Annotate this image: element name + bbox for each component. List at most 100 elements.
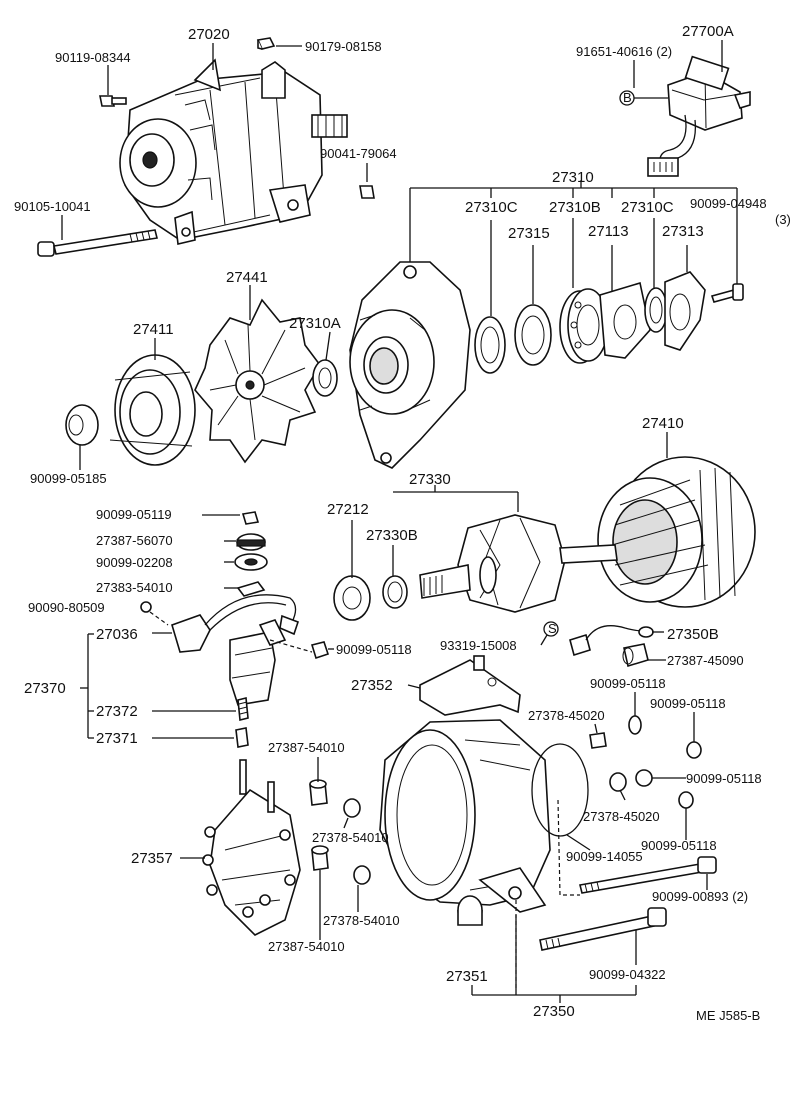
label-90099-05118-c: 90099-05118 (650, 696, 726, 711)
label-27310B: 27310B (549, 199, 601, 216)
leader-27352 (407, 684, 421, 689)
label-91651-40616: 91651-40616 (2) (576, 44, 672, 59)
small-parts-right (589, 715, 702, 809)
label-27310C-b: 27310C (621, 199, 674, 216)
insulator-27352 (419, 655, 521, 716)
label-27378-54010-b: 27378-54010 (323, 913, 400, 928)
label-27441: 27441 (226, 269, 268, 286)
washer-27315 (514, 304, 552, 366)
label-27212: 27212 (327, 501, 369, 518)
label-27310C-a: 27310C (465, 199, 518, 216)
label-27315: 27315 (508, 225, 550, 242)
label-27383-54010: 27383-54010 (96, 580, 173, 595)
leader-27378-54010-a (343, 817, 349, 829)
seal-27310C-front (474, 316, 506, 374)
label-27020: 27020 (188, 26, 230, 43)
nut-90041-79064 (359, 185, 375, 199)
label-27313: 27313 (662, 223, 704, 240)
spacer-27310A (312, 359, 338, 397)
label-27378-45020-b: 27378-45020 (583, 809, 660, 824)
label-90179-08158: 90179-08158 (305, 39, 382, 54)
drive-end-frame (349, 261, 471, 469)
stator-27410 (597, 456, 756, 608)
seal-27310C-rear (644, 287, 668, 333)
label-27350B: 27350B (667, 626, 719, 643)
rectifier-27357 (202, 759, 301, 936)
label-27351: 27351 (446, 968, 488, 985)
retainer-27113 (599, 281, 651, 359)
rear-frame-27350 (379, 719, 551, 990)
label-mark-b: B (623, 90, 632, 105)
bracket-27310 (409, 180, 738, 262)
insulators-rectifier (309, 779, 371, 885)
bolt-90119-08344 (99, 95, 127, 107)
label-27372: 27372 (96, 703, 138, 720)
label-27370: 27370 (24, 680, 66, 697)
leader-90099-14055 (566, 834, 591, 851)
label-90099-00893: 90099-00893 (2) (652, 889, 748, 904)
label-27113: 27113 (588, 223, 629, 240)
regulator-27700A (647, 55, 751, 177)
label-90099-05119: 90099-05119 (96, 507, 172, 522)
bearing-27212 (333, 575, 371, 621)
brush-holder-27370 (140, 594, 330, 748)
oring-90099-14055 (531, 743, 589, 837)
plate-27313 (664, 271, 706, 351)
leader-93319 (540, 634, 548, 646)
bracket-27330 (393, 485, 519, 512)
label-27330: 27330 (409, 471, 451, 488)
leader-27378-45020-b (619, 789, 626, 801)
bearing-27310B (559, 288, 609, 364)
label-90099-05118-d: 90099-05118 (686, 771, 762, 786)
label-27310: 27310 (552, 169, 594, 186)
rotor-27330 (419, 514, 618, 613)
bracket-27350 (471, 915, 637, 1003)
label-27387-56070: 27387-56070 (96, 533, 173, 548)
label-27410: 27410 (642, 415, 684, 432)
label-27387-45090: 27387-45090 (667, 653, 744, 668)
label-90099-05185: 90099-05185 (30, 471, 107, 486)
label-27352: 27352 (351, 677, 393, 694)
label-27387-54010-a: 27387-54010 (268, 740, 345, 755)
nut-90099-05185 (65, 404, 99, 446)
label-27036: 27036 (96, 626, 138, 643)
brush-stack-parts (234, 511, 268, 597)
label-27310A: 27310A (289, 315, 341, 332)
terminal-27350B (569, 625, 654, 668)
screw-90099-04948 (710, 283, 744, 303)
fan-27441 (194, 298, 321, 464)
bolt-90099-04322 (539, 907, 667, 951)
label-90099-04948: 90099-04948 (690, 196, 767, 211)
label-90099-14055: 90099-14055 (566, 849, 643, 864)
ring-27330B (382, 575, 408, 609)
label-90041-79064: 90041-79064 (320, 146, 397, 161)
label-27378-54010-a: 27378-54010 (312, 830, 389, 845)
label-90099-02208: 90099-02208 (96, 555, 173, 570)
label-27411: 27411 (133, 321, 174, 338)
nut-90179-08158 (256, 37, 276, 50)
label-27378-45020-a: 27378-45020 (528, 708, 605, 723)
label-90099-04322: 90099-04322 (589, 967, 666, 982)
label-27387-54010-b: 27387-54010 (268, 939, 345, 954)
label-93319-15008: 93319-15008 (440, 638, 517, 653)
label-90099-05118-b: 90099-05118 (590, 676, 666, 691)
label-27700A: 27700A (682, 23, 734, 40)
label-qty-3: (3) (775, 212, 791, 227)
label-90090-80509: 90090-80509 (28, 600, 105, 615)
bracket-27370 (80, 633, 94, 739)
bolt-90099-00893 (557, 799, 717, 896)
label-90105-10041: 90105-10041 (14, 199, 91, 214)
label-90099-05118-e: 90099-05118 (641, 838, 717, 853)
pulley-27411 (109, 354, 196, 466)
leader-27310A (325, 331, 331, 361)
footer-code: ME J585-B (696, 1008, 760, 1023)
bushing-27351 (457, 895, 483, 926)
label-90099-05118-a: 90099-05118 (336, 642, 412, 657)
leader-27378-45020-a (594, 723, 598, 734)
label-27330B: 27330B (366, 527, 418, 544)
label-mark-s: S (548, 621, 557, 636)
label-90119-08344: 90119-08344 (55, 50, 131, 65)
through-bolt-90105-10041 (37, 229, 158, 257)
